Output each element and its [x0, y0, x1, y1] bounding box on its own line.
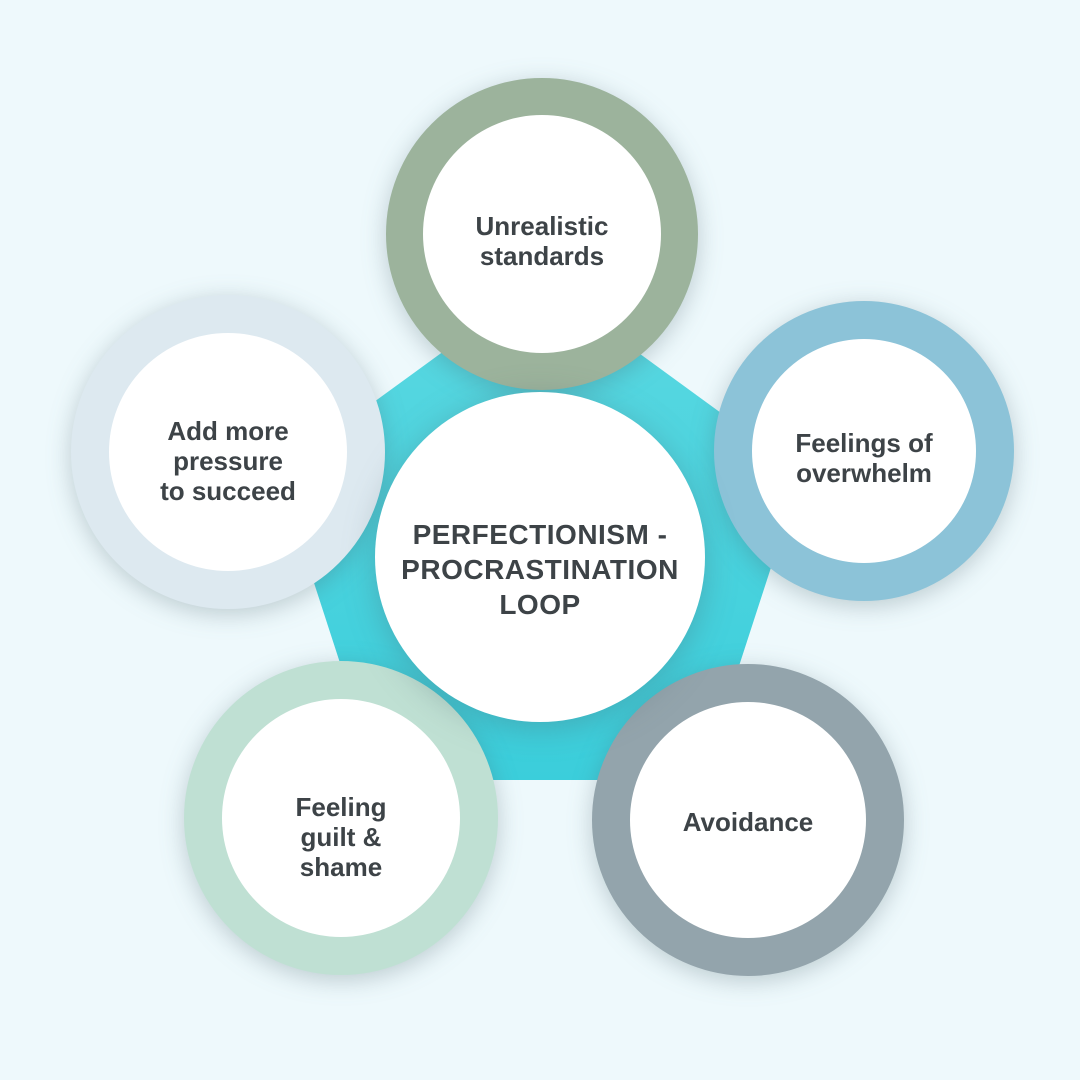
node-feelings-of-overwhelm: Feelings of overwhelm	[714, 301, 1014, 601]
node-avoidance: Avoidance	[592, 664, 904, 976]
hub-circle: PERFECTIONISM - PROCRASTINATION LOOP	[375, 392, 705, 722]
node-label-unrealistic-standards: Unrealistic standards	[475, 211, 609, 271]
node-add-more-pressure: Add more pressure to succeed	[71, 295, 385, 609]
node-feeling-guilt-shame: Feeling guilt & shame	[184, 661, 498, 975]
node-unrealistic-standards: Unrealistic standards	[386, 78, 698, 390]
node-label-add-more-pressure: Add more pressure to succeed	[160, 416, 296, 506]
node-label-avoidance: Avoidance	[682, 807, 814, 838]
node-label-feeling-guilt-shame: Feeling guilt & shame	[295, 792, 387, 882]
node-label-feelings-of-overwhelm: Feelings of overwhelm	[795, 428, 933, 488]
hub-title: PERFECTIONISM - PROCRASTINATION LOOP	[401, 518, 679, 620]
